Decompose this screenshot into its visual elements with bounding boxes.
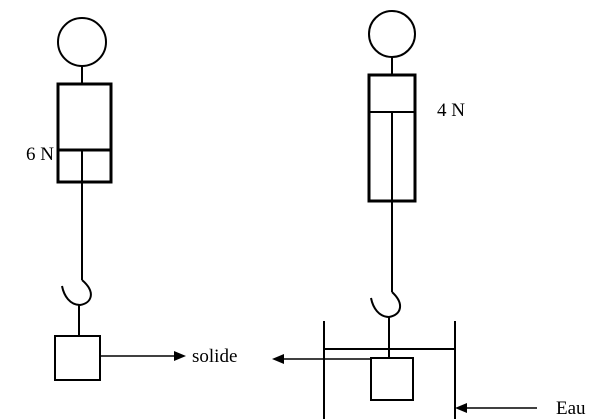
water-label: Eau	[556, 398, 586, 419]
left-solid-arrow	[100, 351, 186, 361]
left-solid-block	[54, 335, 101, 381]
left-dynamometer-ring	[57, 17, 107, 67]
right-dynamometer-hook	[370, 291, 401, 319]
left-dynamometer	[54, 17, 113, 381]
left-dynamometer-hook	[61, 279, 92, 307]
water-container	[323, 321, 456, 419]
solid-label: solide	[192, 346, 237, 367]
right-solid-arrow	[272, 354, 371, 364]
right-dynamometer	[367, 10, 417, 401]
right-reading-label: 4 N	[437, 100, 465, 121]
left-dynamometer-body	[56, 82, 113, 184]
left-reading-label: 6 N	[26, 144, 54, 165]
right-solid-block	[370, 357, 414, 401]
right-dynamometer-ring	[368, 10, 416, 58]
water-arrow	[455, 403, 537, 413]
